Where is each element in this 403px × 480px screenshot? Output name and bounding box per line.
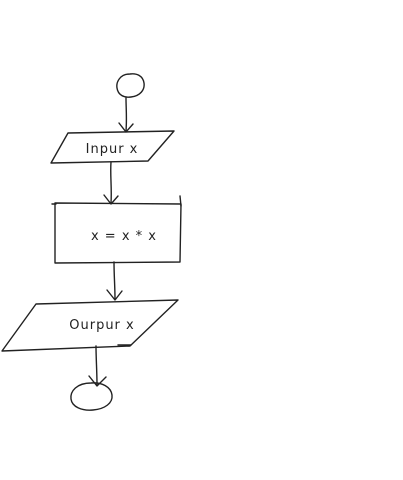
- output-node: Ourpur x: [1, 299, 179, 352]
- arrowhead-output-to-end: [88, 375, 107, 387]
- start-node: [116, 73, 145, 98]
- arrow-input-to-process: [110, 161, 112, 204]
- process-shape-overstroke: [51, 195, 182, 207]
- process-node: x = x * x: [51, 195, 182, 264]
- output-label: Ourpur x: [69, 318, 134, 333]
- process-label: x = x * x: [91, 229, 157, 244]
- input-shape: [50, 130, 175, 164]
- end-node: [70, 382, 113, 411]
- arrowhead-process-to-output: [106, 289, 123, 301]
- input-label: Inpur x: [86, 142, 139, 157]
- output-shape: [1, 299, 179, 352]
- input-node: Inpur x: [50, 130, 175, 164]
- process-shape: [54, 202, 182, 264]
- arrow-output-to-end: [95, 345, 98, 386]
- arrow-process-to-output: [113, 261, 116, 300]
